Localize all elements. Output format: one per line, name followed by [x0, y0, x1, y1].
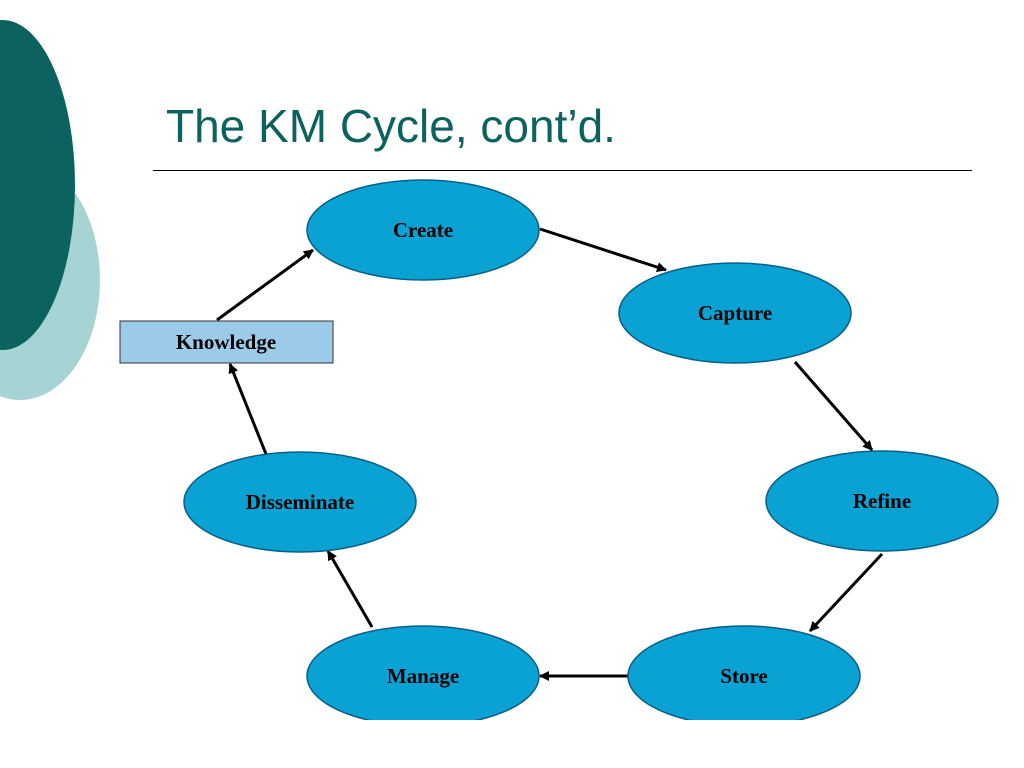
arrow-refine-to-store	[808, 552, 884, 633]
node-refine: Refine	[765, 450, 999, 552]
node-capture: Capture	[618, 262, 852, 364]
node-manage: Manage	[306, 625, 540, 720]
arrow-create-to-capture	[539, 227, 667, 272]
arrow-knowledge-to-create	[216, 248, 314, 322]
title-underline	[153, 170, 972, 171]
slide-title: The KM Cycle, cont’d.	[166, 100, 616, 152]
node-label-manage: Manage	[387, 664, 459, 688]
node-label-disseminate: Disseminate	[246, 490, 355, 514]
arrow-manage-to-disseminate	[326, 550, 374, 628]
node-disseminate: Disseminate	[183, 451, 417, 553]
node-store: Store	[627, 625, 861, 720]
arrow-disseminate-to-knowledge	[228, 363, 268, 455]
node-label-capture: Capture	[698, 301, 772, 325]
arrow-capture-to-refine	[793, 361, 874, 451]
node-label-store: Store	[720, 664, 767, 688]
node-create: Create	[306, 179, 540, 281]
node-label-refine: Refine	[853, 489, 911, 513]
node-label-knowledge: Knowledge	[176, 330, 276, 354]
cycle-arrows	[216, 227, 884, 681]
node-label-create: Create	[393, 218, 453, 242]
node-knowledge: Knowledge	[119, 320, 334, 364]
